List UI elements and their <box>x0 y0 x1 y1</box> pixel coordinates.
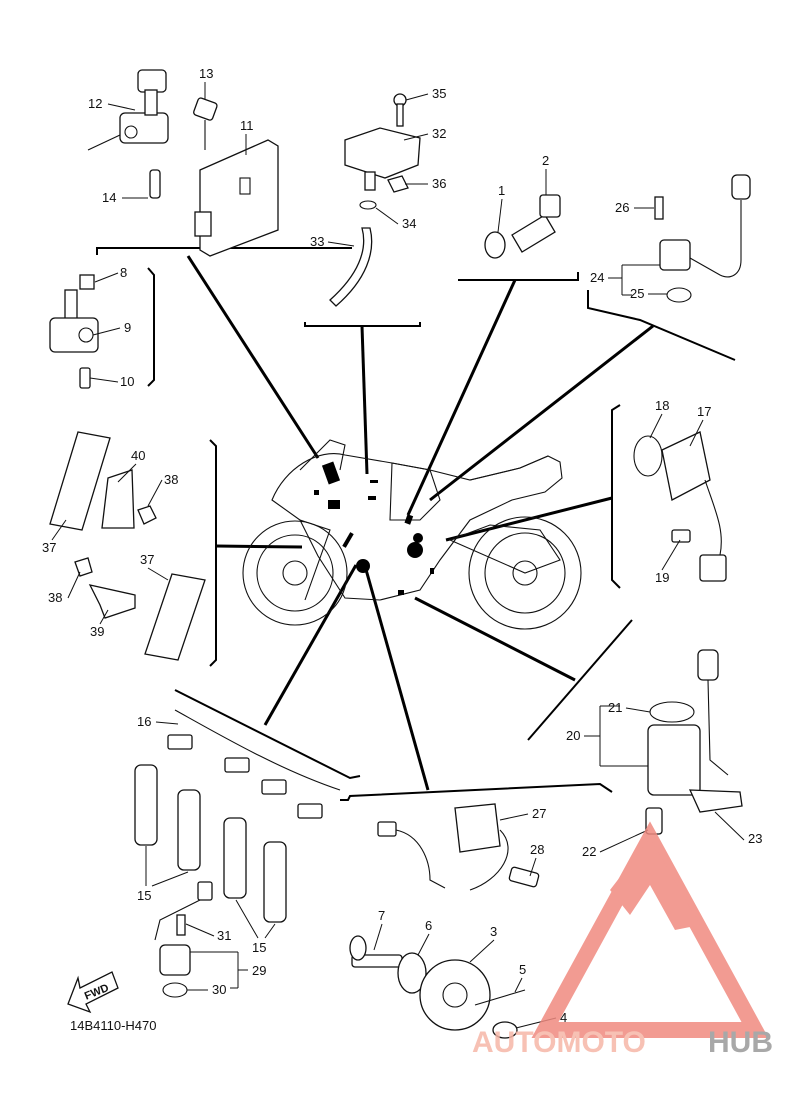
callout-17: 17 <box>697 404 711 419</box>
watermark-word-b: HUB <box>708 1026 773 1059</box>
callout-24: 24 <box>590 270 604 285</box>
callout-37b: 37 <box>140 552 154 567</box>
callout-4: 4 <box>560 1010 567 1025</box>
callout-32: 32 <box>432 126 446 141</box>
group-frames <box>96 247 736 801</box>
callout-15a: 15 <box>137 888 151 903</box>
callout-29: 29 <box>252 963 266 978</box>
part-temp-sensor <box>484 194 561 259</box>
callout-14: 14 <box>102 190 116 205</box>
callout-16: 16 <box>137 714 151 729</box>
callout-38b: 38 <box>48 590 62 605</box>
part-intake-sensor <box>329 93 421 307</box>
part-oil-level-switch <box>645 649 743 835</box>
part-tps-sensor <box>49 274 99 389</box>
callout-2: 2 <box>542 153 549 168</box>
part-wire-harness <box>167 709 341 819</box>
callout-20: 20 <box>566 728 580 743</box>
callout-37: 37 <box>42 540 56 555</box>
callout-22: 22 <box>582 844 596 859</box>
motorcycle <box>242 439 582 630</box>
callout-38: 38 <box>164 472 178 487</box>
callout-13: 13 <box>199 66 213 81</box>
callout-28: 28 <box>530 842 544 857</box>
callout-39: 39 <box>90 624 104 639</box>
part-ignition-coils <box>134 764 287 923</box>
callout-35: 35 <box>432 86 446 101</box>
callout-12: 12 <box>88 96 102 111</box>
callout-3: 3 <box>490 924 497 939</box>
automotohub-watermark: AUTOMOTO HUB <box>472 821 773 1059</box>
watermark-word-a: AUTOMOTO <box>472 1026 646 1059</box>
callout-25: 25 <box>630 286 644 301</box>
part-speed-sensor <box>654 174 751 303</box>
part-main-switch <box>87 69 218 199</box>
callout-7: 7 <box>378 908 385 923</box>
callout-26: 26 <box>615 200 629 215</box>
callout-21: 21 <box>608 700 622 715</box>
callout-9: 9 <box>124 320 131 335</box>
callout-33: 33 <box>310 234 324 249</box>
callout-5: 5 <box>519 962 526 977</box>
callout-34: 34 <box>402 216 416 231</box>
callout-1: 1 <box>498 183 505 198</box>
part-pickup-coil <box>633 431 727 582</box>
callouts: 12 13 11 14 35 32 36 34 33 2 1 26 24 25 … <box>42 66 762 1029</box>
fwd-arrow: FWD <box>67 971 119 1014</box>
part-reflector-front <box>49 431 157 531</box>
part-reflector-rear <box>74 557 206 661</box>
watermark-triangle <box>531 821 769 1038</box>
leader-lines <box>186 255 654 791</box>
callout-6: 6 <box>425 918 432 933</box>
part-pickup-rotor <box>349 935 526 1039</box>
diagram-code: 14B4110-H470 <box>70 1018 157 1033</box>
callout-40: 40 <box>131 448 145 463</box>
callout-15b: 15 <box>252 940 266 955</box>
callout-31: 31 <box>217 928 231 943</box>
callout-30: 30 <box>212 982 226 997</box>
callout-23: 23 <box>748 831 762 846</box>
callout-19: 19 <box>655 570 669 585</box>
callout-10: 10 <box>120 374 134 389</box>
callout-8: 8 <box>120 265 127 280</box>
callout-18: 18 <box>655 398 669 413</box>
part-ecu <box>194 139 279 257</box>
callout-36: 36 <box>432 176 446 191</box>
part-cam-sensor <box>154 881 213 998</box>
callout-11: 11 <box>240 118 254 133</box>
callout-27: 27 <box>532 806 546 821</box>
